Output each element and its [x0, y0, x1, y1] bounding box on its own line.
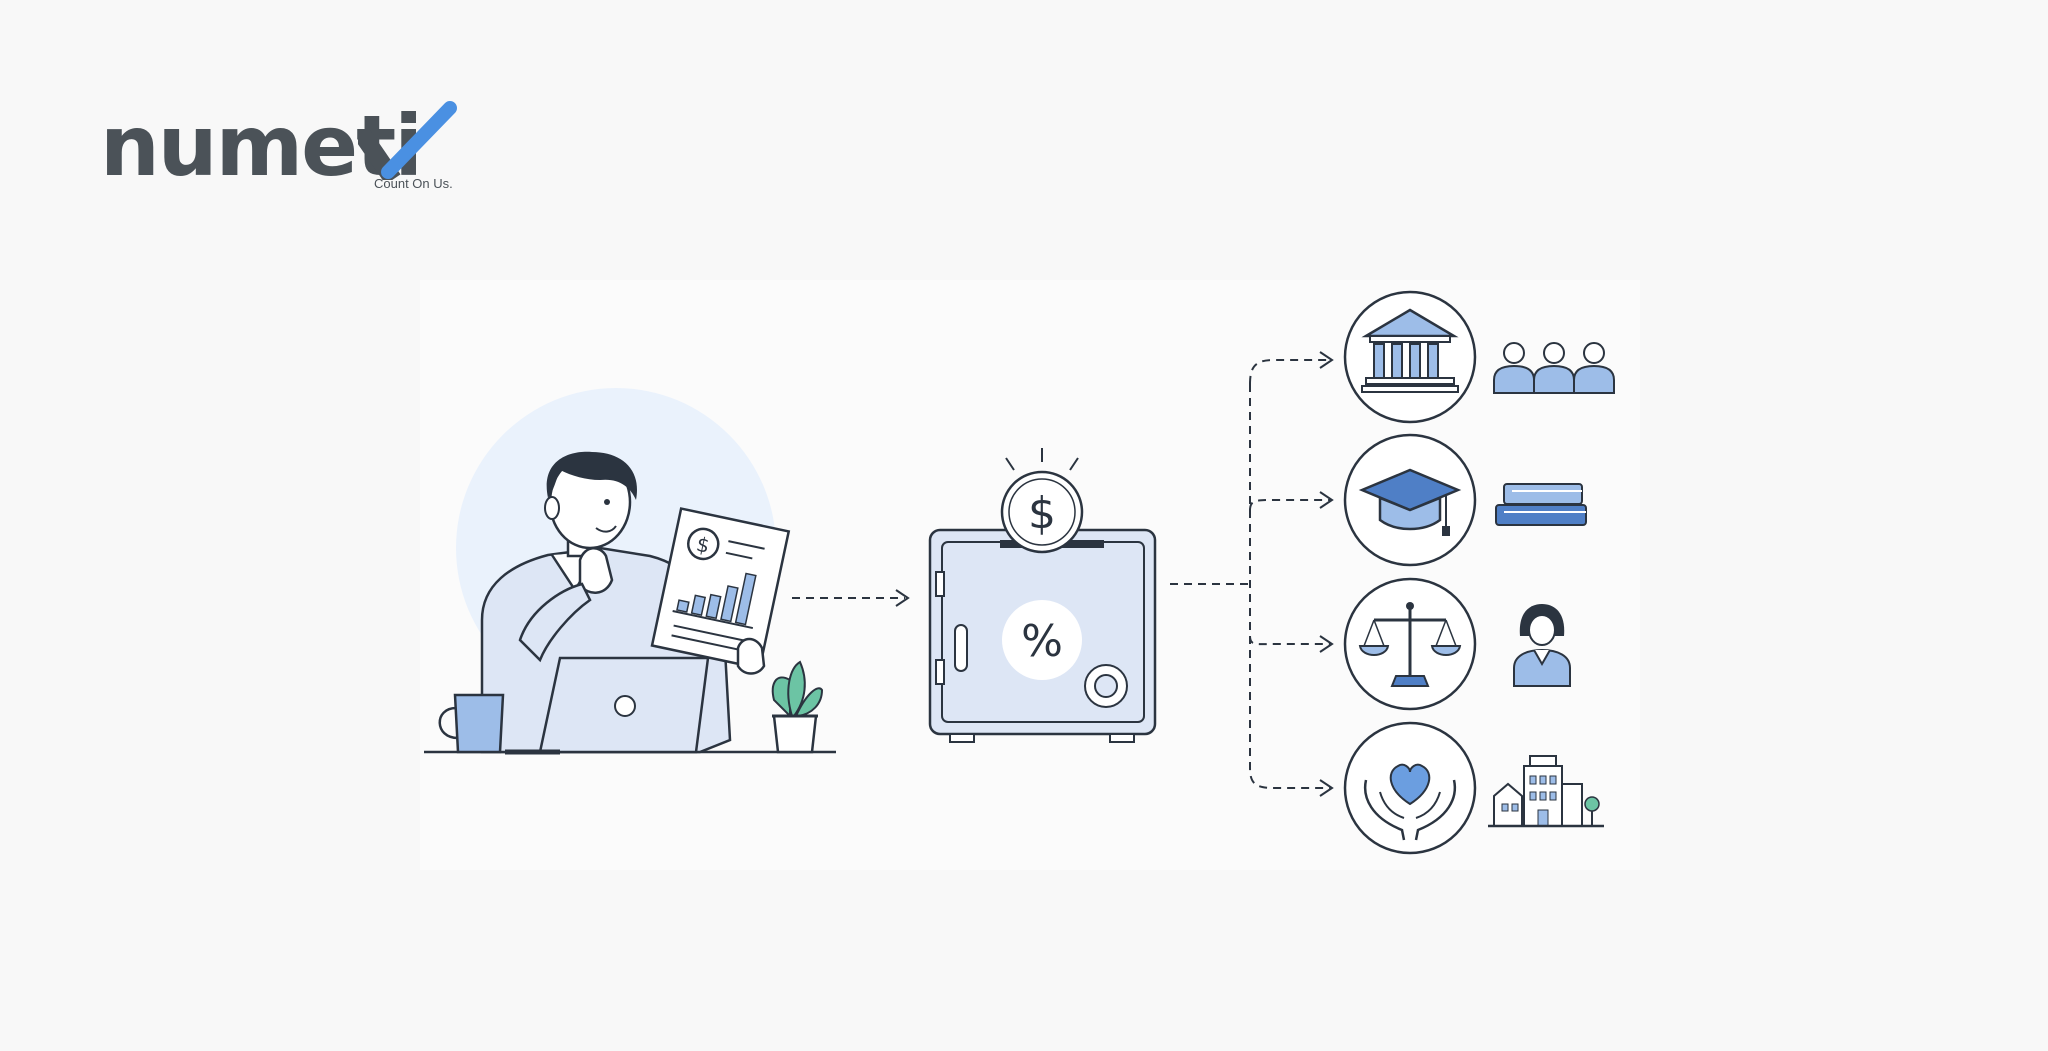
- branch-bank: [1343, 290, 1615, 424]
- dollar-coin-icon: $: [1000, 470, 1084, 554]
- svg-text:%: %: [1021, 616, 1063, 667]
- dollar-sign-icon: $: [687, 527, 720, 561]
- percent-icon: %: [1002, 600, 1082, 680]
- branch-connectors: [1170, 351, 1334, 797]
- branch-legal: [1343, 577, 1571, 711]
- logo-check-icon: [358, 101, 457, 180]
- heart-in-hands-icon: [1363, 763, 1457, 841]
- city-buildings-icon: [1488, 755, 1604, 828]
- person-scene: $: [424, 388, 836, 755]
- graduation-cap-icon: [1358, 468, 1462, 536]
- financial-report-icon: $: [650, 507, 791, 670]
- safe-icon: $ %: [928, 448, 1157, 743]
- bank-building-icon: [1361, 308, 1459, 393]
- potted-plant-icon: [771, 660, 824, 754]
- people-group-icon: [1493, 342, 1615, 394]
- laptop-icon: [505, 656, 710, 755]
- branch-education: [1343, 433, 1587, 567]
- books-icon: [1495, 483, 1587, 526]
- coffee-mug-icon: [438, 693, 505, 754]
- woman-icon: [1513, 604, 1571, 687]
- brand-logo: numeti Count On Us.: [100, 96, 480, 196]
- svg-text:$: $: [1028, 488, 1056, 539]
- branch-charity: [1343, 721, 1604, 855]
- justice-scale-icon: [1358, 602, 1462, 687]
- logo-tagline: Count On Us.: [374, 176, 453, 191]
- bar-chart-icon: [672, 572, 757, 630]
- svg-text:$: $: [694, 532, 711, 558]
